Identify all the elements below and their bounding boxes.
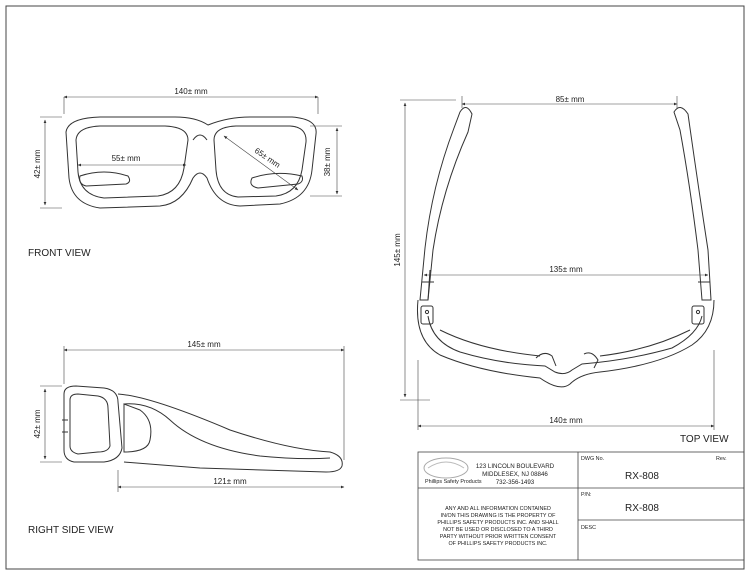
front-lens-right xyxy=(213,125,307,198)
front-height-label: 42± mm xyxy=(33,149,42,178)
top-hinge-right xyxy=(691,305,705,325)
top-frame-outer xyxy=(416,299,715,388)
sheet-border xyxy=(5,5,745,570)
front-bridge xyxy=(192,134,208,141)
top-temple-right xyxy=(673,107,712,301)
top-hinge-width-label: 85± mm xyxy=(556,95,585,104)
side-temple-label: 121± mm xyxy=(213,477,247,486)
front-grip-right xyxy=(250,172,303,189)
side-temple-stripe xyxy=(123,403,331,460)
address-line-2: MIDDLESEX, NJ 08846 xyxy=(482,471,548,478)
top-inner-width-label: 135± mm xyxy=(549,265,583,274)
notice-line-4: NOT BE USED OR DISCLOSED TO A THIRD xyxy=(443,527,553,533)
dwg-no-label: DWG No. xyxy=(581,456,604,462)
address-line-1: 123 LINCOLN BOULEVARD xyxy=(476,463,555,470)
side-view-title: RIGHT SIDE VIEW xyxy=(28,525,114,536)
rev-label: Rev. xyxy=(716,456,727,462)
side-frame-front xyxy=(63,385,123,463)
front-view-title: FRONT VIEW xyxy=(28,248,91,259)
lens-width-label: 55± mm xyxy=(112,154,141,163)
top-dimensions xyxy=(400,96,715,430)
top-view-title: TOP VIEW xyxy=(680,434,729,445)
front-grip-left xyxy=(79,171,131,187)
side-temple xyxy=(117,393,343,473)
dwg-no-value: RX-808 xyxy=(625,471,659,482)
front-frame-outer xyxy=(65,116,317,209)
title-block xyxy=(417,451,745,561)
top-view xyxy=(416,107,715,388)
logo-caption: Phillips Safety Products xyxy=(425,479,482,485)
top-frame-inner xyxy=(427,315,703,375)
pn-label: P/N: xyxy=(581,492,591,498)
top-temple-left xyxy=(419,107,473,301)
side-view xyxy=(62,385,343,473)
desc-label: DESC xyxy=(581,525,596,531)
top-hinge-left xyxy=(420,305,434,325)
lens-height-label: 38± mm xyxy=(323,147,332,176)
notice-line-5: PARTY WITHOUT PRIOR WRITTEN CONSENT xyxy=(440,534,557,540)
side-height-label: 42± mm xyxy=(33,409,42,438)
front-lens-left xyxy=(75,125,189,199)
side-dimensions xyxy=(40,346,345,492)
pn-value: RX-808 xyxy=(625,503,659,514)
top-temple-length-label: 145± mm xyxy=(393,233,402,267)
address-line-3: 732-356-1493 xyxy=(496,479,535,486)
lens-diagonal-label: 65± mm xyxy=(253,146,282,170)
company-logo xyxy=(423,457,469,479)
side-length-label: 145± mm xyxy=(187,340,221,349)
notice-line-2: IN/ON THIS DRAWING IS THE PROPERTY OF xyxy=(441,513,556,519)
front-dimensions xyxy=(40,95,342,209)
top-front-width-label: 140± mm xyxy=(549,416,583,425)
front-width-label: 140± mm xyxy=(174,87,208,96)
notice-line-3: PHILLIPS SAFETY PRODUCTS INC. AND SHALL xyxy=(437,520,558,526)
side-grip xyxy=(123,403,152,453)
top-nose-pads xyxy=(535,352,599,369)
notice-line-6: OF PHILLIPS SAFETY PRODUCTS INC. xyxy=(448,541,547,547)
notice-line-1: ANY AND ALL INFORMATION CONTAINED xyxy=(445,506,551,512)
